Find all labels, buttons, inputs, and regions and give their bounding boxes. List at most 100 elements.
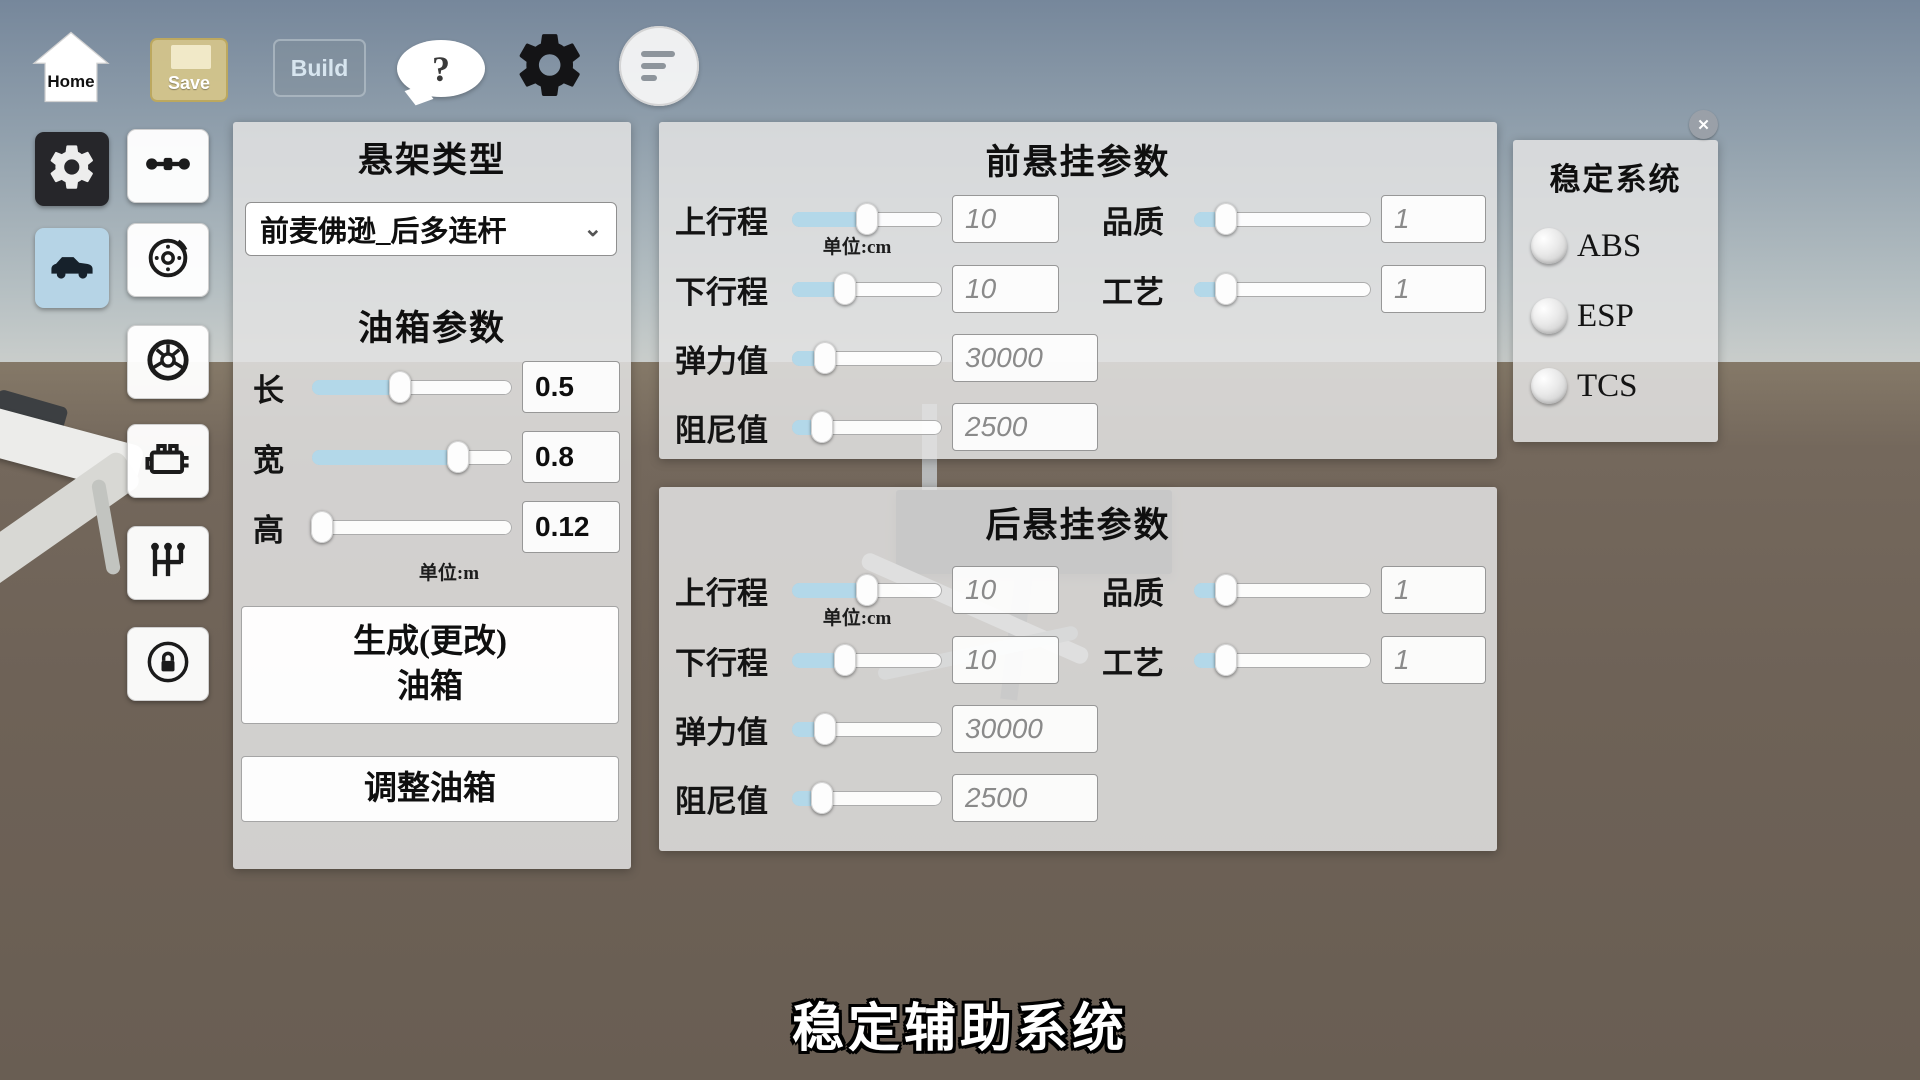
slider-thumb[interactable] [811,411,833,443]
front-down-travel-value[interactable]: 10 [952,265,1059,313]
panel-suspension-fueltank: 悬架类型 前麦佛逊_后多连杆 ⌄ 油箱参数 长 0.5 宽 0.8 高 0.12… [233,122,631,869]
rear-craft-slider[interactable] [1194,644,1371,676]
rear-quality-slider[interactable] [1194,574,1371,606]
sidebar-item-diff-lock[interactable] [127,627,209,701]
rear-down-travel-label: 下行程 [675,645,768,681]
front-down-travel-row: 下行程 10 [675,262,1059,316]
slider-thumb[interactable] [447,441,469,473]
rear-spring-slider[interactable] [792,713,942,745]
rear-up-travel-label: 上行程 [675,575,768,611]
rear-up-travel-slider[interactable] [792,574,942,606]
sidebar-item-engine[interactable] [127,424,209,498]
rear-up-travel-value[interactable]: 10 [952,566,1059,614]
front-spring-row: 弹力值 30000 [675,331,1098,385]
floppy-shutter-icon [171,45,211,69]
front-spring-slider[interactable] [792,342,942,374]
fuel-length-value[interactable]: 0.5 [522,361,620,413]
rear-spring-value[interactable]: 30000 [952,705,1098,753]
abs-toggle[interactable]: ABS [1531,224,1641,268]
body-menu-button[interactable] [35,228,109,308]
esp-radio-icon[interactable] [1531,298,1567,334]
slider-thumb[interactable] [389,371,411,403]
tuning-menu-button[interactable] [35,132,109,206]
front-craft-row: 工艺 1 [1102,262,1486,316]
sort-bars-icon [641,51,699,81]
front-quality-label: 品质 [1102,204,1164,240]
fuel-width-slider[interactable] [312,441,512,473]
esp-toggle[interactable]: ESP [1531,294,1634,338]
generate-fueltank-button[interactable]: 生成(更改) 油箱 [241,606,619,724]
front-quality-slider[interactable] [1194,203,1371,235]
build-button[interactable]: Build [273,39,366,97]
fuel-height-value[interactable]: 0.12 [522,501,620,553]
front-up-travel-value[interactable]: 10 [952,195,1059,243]
slider-thumb[interactable] [311,511,333,543]
fuel-width-row: 宽 0.8 [253,430,620,484]
slider-thumb[interactable] [833,644,856,676]
front-damper-slider[interactable] [792,411,942,443]
front-spring-value[interactable]: 30000 [952,334,1098,382]
sidebar-item-axle[interactable] [127,129,209,203]
rear-down-travel-slider[interactable] [792,644,942,676]
front-craft-value[interactable]: 1 [1381,265,1486,313]
front-up-travel-slider[interactable] [792,203,942,235]
help-button[interactable]: ? [397,40,485,97]
tcs-radio-icon[interactable] [1531,368,1567,404]
sidebar-item-brakes[interactable] [127,223,209,297]
tcs-label: TCS [1577,367,1638,404]
front-up-travel-label: 上行程 [675,204,768,240]
adjust-fueltank-button[interactable]: 调整油箱 [241,756,619,822]
rear-craft-row: 工艺 1 [1102,633,1486,687]
fuel-width-label: 宽 [253,442,284,478]
tuning-gear-icon [46,141,98,198]
slider-thumb[interactable] [856,203,878,235]
slider-thumb[interactable] [1214,203,1237,235]
front-craft-slider[interactable] [1194,273,1371,305]
settings-button[interactable] [513,28,587,102]
stability-title: 稳定系统 [1549,162,1682,197]
fuel-length-slider[interactable] [312,371,512,403]
abs-radio-icon[interactable] [1531,228,1567,264]
slider-thumb[interactable] [856,574,878,606]
tcs-toggle[interactable]: TCS [1531,364,1638,408]
slider-fill [312,449,458,465]
rear-spring-row: 弹力值 30000 [675,702,1098,756]
rear-damper-slider[interactable] [792,782,942,814]
slider-thumb[interactable] [811,782,833,814]
car-icon [46,240,98,297]
front-down-travel-slider[interactable] [792,273,942,305]
front-damper-value[interactable]: 2500 [952,403,1098,451]
chevron-down-icon: ⌄ [583,216,602,241]
fuel-unit-label: 单位:m [418,563,480,584]
slider-thumb[interactable] [1214,644,1237,676]
front-quality-value[interactable]: 1 [1381,195,1486,243]
rear-damper-value[interactable]: 2500 [952,774,1098,822]
front-spring-label: 弹力值 [675,343,768,379]
home-button[interactable]: Home [30,30,112,104]
slider-thumb[interactable] [1214,273,1237,305]
suspension-type-dropdown[interactable]: 前麦佛逊_后多连杆 ⌄ [245,202,617,256]
rear-down-travel-value[interactable]: 10 [952,636,1059,684]
rear-quality-value[interactable]: 1 [1381,566,1486,614]
slider-thumb[interactable] [814,713,836,745]
sidebar-item-gearbox[interactable] [127,526,209,600]
slider-thumb[interactable] [814,342,836,374]
sidebar-item-wheels[interactable] [127,325,209,399]
wheel-icon [142,334,194,391]
panel-rear-suspension: 后悬挂参数 单位:cm 上行程 10 下行程 10 弹力值 30000 阻尼值 … [659,487,1497,851]
fuel-height-label: 高 [253,512,284,548]
stats-sort-button[interactable] [619,26,699,106]
panel-stability: 稳定系统 ABS ESP TCS [1513,140,1718,442]
fuel-height-slider[interactable] [311,511,512,543]
save-button[interactable]: Save [150,38,228,102]
suspension-type-value: 前麦佛逊_后多连杆 [260,216,507,248]
slider-thumb[interactable] [833,273,856,305]
adjust-fueltank-label: 调整油箱 [364,770,496,807]
home-icon [30,31,112,108]
fuel-width-value[interactable]: 0.8 [522,431,620,483]
slider-fill [792,211,867,227]
close-button[interactable]: ✕ [1689,110,1718,139]
brake-disc-icon [142,232,194,289]
slider-thumb[interactable] [1214,574,1237,606]
rear-craft-value[interactable]: 1 [1381,636,1486,684]
